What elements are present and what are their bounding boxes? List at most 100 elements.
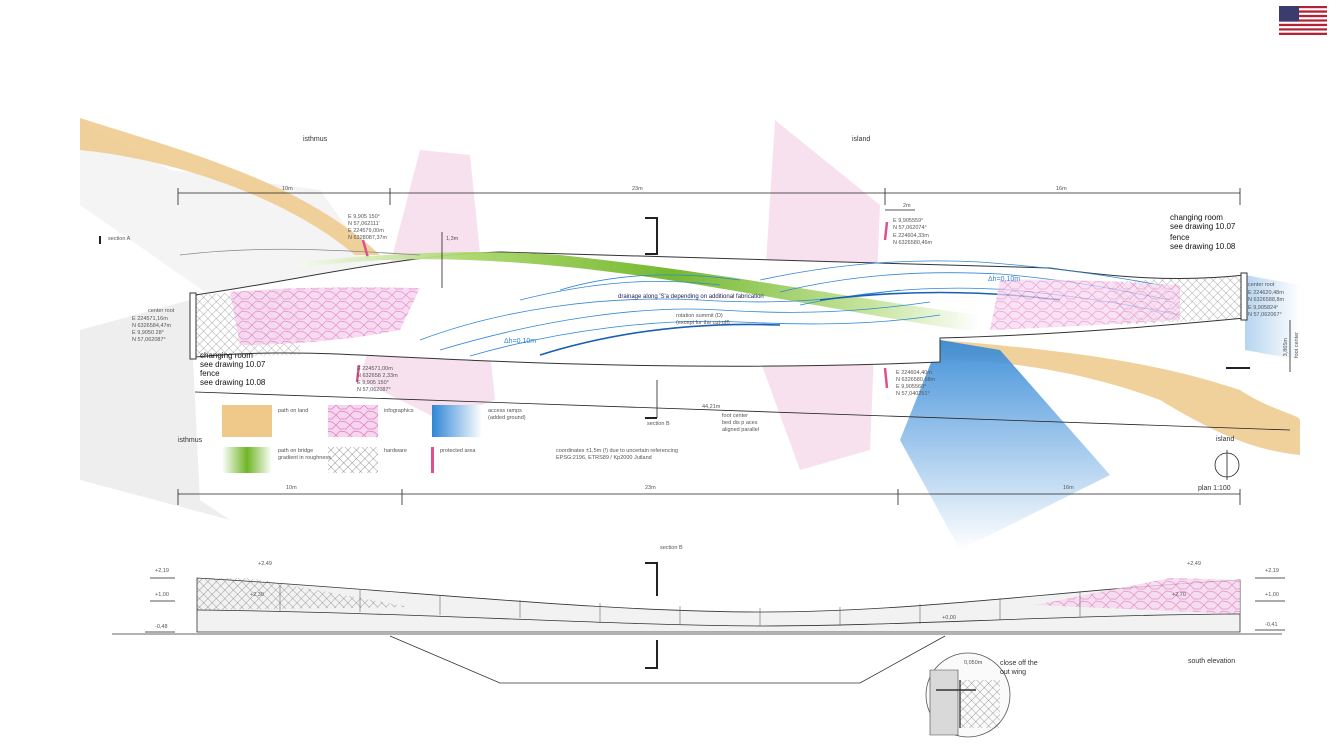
coord-top-right-e: E 9,905559°: [893, 218, 924, 224]
coord-top-right-n2: N 6326580,46m: [893, 240, 933, 246]
legend-label-access-ramps: access ramps: [488, 408, 522, 414]
coord-bottom-left-n: N 632658 2,33m: [357, 373, 398, 379]
dim-0-050m: 0,050m: [964, 660, 983, 666]
coord-right-root-e2: E 9,905824°: [1248, 305, 1279, 311]
legend-label-path-on-bridge: path on bridge: [278, 448, 314, 454]
sand-path-right: [940, 340, 1300, 455]
infographics-left: [230, 287, 420, 345]
label-plan-scale: plan 1:100: [1198, 485, 1231, 492]
dim-44-21m: 44,21m: [702, 404, 721, 410]
legend-swatch-protected-area: [431, 447, 434, 473]
coord-left-root-n: N 6326584,47m: [132, 323, 172, 329]
detail-bubble: [925, 652, 1011, 738]
label-isthmus-bottom: isthmus: [178, 437, 203, 444]
label-changing-room-left: changing room: [200, 351, 253, 360]
legend-label-path-on-land: path on land: [278, 408, 309, 414]
label-island-bottom: island: [1216, 436, 1235, 443]
legend-swatch-path-on-bridge: [222, 447, 272, 473]
elev-plus-1-00-left: +1,00: [155, 592, 169, 598]
elev-plus-0-00: +0,00: [942, 615, 956, 621]
coord-bottom-left-e2: E 9,905 150°: [357, 380, 389, 386]
dim-16m-bottom: 16m: [1063, 485, 1074, 491]
label-section-b-plan: section B: [647, 421, 670, 427]
label-see-1008-right: see drawing 10.08: [1170, 242, 1236, 251]
dim-10m-bottom: 10m: [286, 485, 297, 491]
coord-right-root-n2: N 57,062067°: [1248, 312, 1282, 318]
legend-swatch-path-on-land: [222, 405, 272, 437]
access-ramp-island: [900, 340, 1110, 550]
south-elevation: [112, 562, 1285, 684]
label-coord-note-2: EPSG:2196, ETRS89 / Kp2000 Jutland: [556, 455, 652, 461]
coord-top-right-n: N 57,062074°: [893, 225, 927, 231]
label-foot-center: foot center: [722, 413, 748, 419]
elev-plus-2-70: +2,70: [1172, 592, 1186, 598]
legend-swatch-hardware: [328, 447, 378, 473]
dim-23m-top: 23m: [632, 186, 643, 192]
elev-plus-2-30: +2,30: [250, 592, 264, 598]
us-flag-icon[interactable]: [1279, 6, 1327, 35]
coord-bottom-right-e2: E 9,905560°: [896, 384, 927, 390]
elev-plus-2-19-left: +2,19: [155, 568, 169, 574]
label-rotation-summit: rotation summit (D): [676, 313, 723, 319]
legend-sub-path-on-bridge: gradient in roughness: [278, 455, 331, 461]
coord-bottom-right-n2: N 57,040251°: [896, 391, 930, 397]
label-foot-center-side: foot center: [1294, 332, 1300, 358]
legend-sub-access-ramps: (added ground): [488, 415, 526, 421]
legend-label-protected-area: protected area: [440, 448, 476, 454]
label-changing-room-right: changing room: [1170, 213, 1223, 222]
label-bed-note: bed dis p aces: [722, 420, 758, 426]
label-coord-note-1: coordinates ±1,5m (!) due to uncertain r…: [556, 448, 678, 454]
elev-plus-1-00-right: +1,00: [1265, 592, 1279, 598]
legend: [222, 405, 482, 473]
coord-right-root-n: N 6326588,8m: [1248, 297, 1285, 303]
coord-bottom-left-n2: N 57,062087°: [357, 387, 391, 393]
label-rotation-note: (except for the cut-off): [676, 320, 730, 326]
north-arrow-icon: [1214, 450, 1240, 480]
coord-left-root-n2: N 57,062087°: [132, 337, 166, 343]
coord-left-root-e: E 224571,16m: [132, 316, 168, 322]
label-see-1007-right: see drawing 10.07: [1170, 222, 1236, 231]
coord-top-left-e: E 9,905 150°: [348, 214, 380, 220]
sand-path-left: [80, 118, 380, 255]
dim-23m-bottom: 23m: [645, 485, 656, 491]
elev-plus-2-49-left: +2,49: [258, 561, 272, 567]
coord-left-root-e2: E 9,9050 28°: [132, 330, 164, 336]
label-south-elevation: south elevation: [1188, 658, 1236, 665]
legend-swatch-infographics: [328, 405, 378, 437]
infographics-right: [990, 279, 1180, 330]
label-dh-left: Δh=0,10m: [504, 338, 537, 345]
label-fence-left: fence: [200, 369, 220, 378]
label-center-root-right: center root: [1248, 282, 1275, 288]
label-section-a: section A: [108, 236, 131, 242]
bridge-plan: [179, 248, 1248, 367]
label-island-top: island: [852, 136, 871, 143]
coord-bottom-right-e: E 224604,40m: [896, 370, 932, 376]
label-see-1007-left: see drawing 10.07: [200, 360, 266, 369]
label-drainage: drainage along 'S'a depending on additio…: [618, 294, 764, 300]
coord-bottom-right-n: N 6326580,68m: [896, 377, 936, 383]
elev-plus-2-19-right: +2,19: [1265, 568, 1279, 574]
label-fence-right: fence: [1170, 233, 1190, 242]
elev-minus-0-41: -0,41: [1265, 622, 1278, 628]
coord-bottom-left-e: E 224571,00m: [357, 366, 393, 372]
label-dh-right: Δh=0,10m: [988, 276, 1021, 283]
coord-top-left-n: N 57,062111': [348, 221, 380, 227]
label-aligned: aligned parallel: [722, 427, 759, 433]
dim-10m-top: 10m: [282, 186, 293, 192]
label-see-1008-left: see drawing 10.08: [200, 378, 266, 387]
legend-label-infographics: infographics: [384, 408, 414, 414]
coord-right-root-e: E 224620,48m: [1248, 290, 1284, 296]
dim-1-3m: 1,3m: [446, 236, 459, 242]
coord-top-left-n2: N 6328087,37m: [348, 235, 388, 241]
dimension-lines: [99, 188, 1291, 505]
label-out-wing: out wing: [1000, 669, 1027, 676]
coord-top-right-e2: E 224604,33m: [893, 233, 929, 239]
label-center-root-left: center root: [148, 308, 175, 314]
green-path-bridge: [300, 252, 980, 332]
dim-3-865m: 3,865m: [1283, 338, 1289, 357]
elev-plus-2-49-right: +2,49: [1187, 561, 1201, 567]
dim-2m: 2m: [903, 203, 911, 209]
elev-minus-0-48: -0,48: [155, 624, 168, 630]
dim-16m-top: 16m: [1056, 186, 1067, 192]
